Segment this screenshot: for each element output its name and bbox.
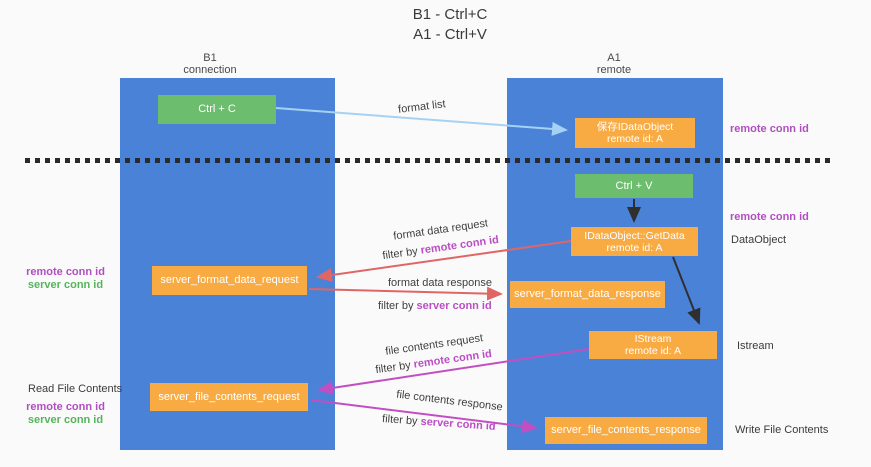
idataobject-getdata-line2: remote id: A: [606, 241, 663, 254]
left-read-file-contents-label: Read File Contents: [28, 383, 123, 395]
left-column-role: connection: [183, 64, 237, 76]
server-format-data-request-node: server_format_data_request: [152, 266, 307, 295]
right-column-header: A1 remote: [597, 52, 631, 76]
diagram-title: B1 - Ctrl+C A1 - Ctrl+V: [413, 5, 488, 45]
server-conn-id-filter-value: server conn id: [420, 415, 496, 433]
title-line-2: A1 - Ctrl+V: [413, 26, 487, 43]
right-remote-conn-id-mid: remote conn id: [730, 211, 809, 223]
save-idataobject-line1: 保存IDataObject: [596, 121, 674, 133]
save-idataobject-node: 保存IDataObject remote id: A: [575, 118, 695, 148]
right-dataobject-label: DataObject: [731, 234, 787, 246]
arrow-format-data-response: [308, 286, 503, 301]
ctrl-v-label: Ctrl + V: [615, 179, 653, 192]
phase-separator-dashed-line: [25, 158, 833, 163]
right-column-name: A1: [607, 52, 621, 64]
left-server-conn-id-2: server conn id: [27, 414, 104, 426]
filter-by-server-conn-id-2: filter by server conn id: [382, 413, 496, 433]
ctrl-v-node: Ctrl + V: [575, 174, 693, 198]
istream-node: IStream remote id: A: [589, 331, 717, 359]
server-file-contents-request-node: server_file_contents_request: [150, 383, 308, 411]
server-file-contents-response-label: server_file_contents_response: [551, 424, 701, 436]
server-format-data-response-node: server_format_data_response: [510, 281, 665, 308]
save-idataobject-line2: remote id: A: [606, 133, 664, 145]
istream-line2: remote id: A: [624, 345, 682, 357]
filter-by-server-conn-id-1: filter by server conn id: [378, 300, 492, 312]
idataobject-getdata-node: IDataObject::GetData remote id: A: [571, 227, 698, 256]
right-istream-label: Istream: [737, 340, 774, 352]
remote-conn-id-filter-value: remote conn id: [419, 233, 500, 257]
right-remote-conn-id-top: remote conn id: [730, 123, 809, 135]
ctrl-c-node: Ctrl + C: [158, 95, 276, 124]
server-file-contents-response-node: server_file_contents_response: [545, 417, 707, 444]
filter-by-text: filter by: [374, 358, 415, 377]
right-write-file-contents-label: Write File Contents: [735, 424, 829, 436]
server-conn-id-filter-value: server conn id: [416, 300, 492, 312]
filter-by-text: filter by: [381, 244, 422, 263]
filter-by-text: filter by: [381, 413, 421, 428]
right-column-role: remote: [596, 64, 632, 76]
title-line-1: B1 - Ctrl+C: [412, 6, 488, 23]
left-remote-conn-id-1: remote conn id: [26, 266, 105, 278]
left-server-conn-id-1: server conn id: [27, 279, 104, 291]
server-format-data-response-label: server_format_data_response: [514, 288, 661, 300]
server-file-contents-request-label: server_file_contents_request: [158, 390, 300, 403]
file-contents-response-label: file contents response: [395, 388, 504, 414]
istream-line1: IStream: [634, 333, 672, 345]
left-conn-id-stack-1: remote conn id server conn id: [18, 266, 113, 292]
left-conn-id-stack-2: remote conn id server conn id: [18, 401, 113, 427]
left-column-header: B1 connection: [183, 52, 236, 76]
format-list-label: format list: [397, 98, 447, 116]
filter-by-text: filter by: [378, 300, 417, 312]
left-column-name: B1: [203, 52, 217, 64]
format-data-response-label: format data response: [388, 277, 492, 289]
left-remote-conn-id-2: remote conn id: [26, 401, 105, 413]
server-format-data-request-label: server_format_data_request: [160, 274, 299, 286]
idataobject-getdata-line1: IDataObject::GetData: [584, 229, 685, 242]
ctrl-c-label: Ctrl + C: [198, 103, 236, 115]
